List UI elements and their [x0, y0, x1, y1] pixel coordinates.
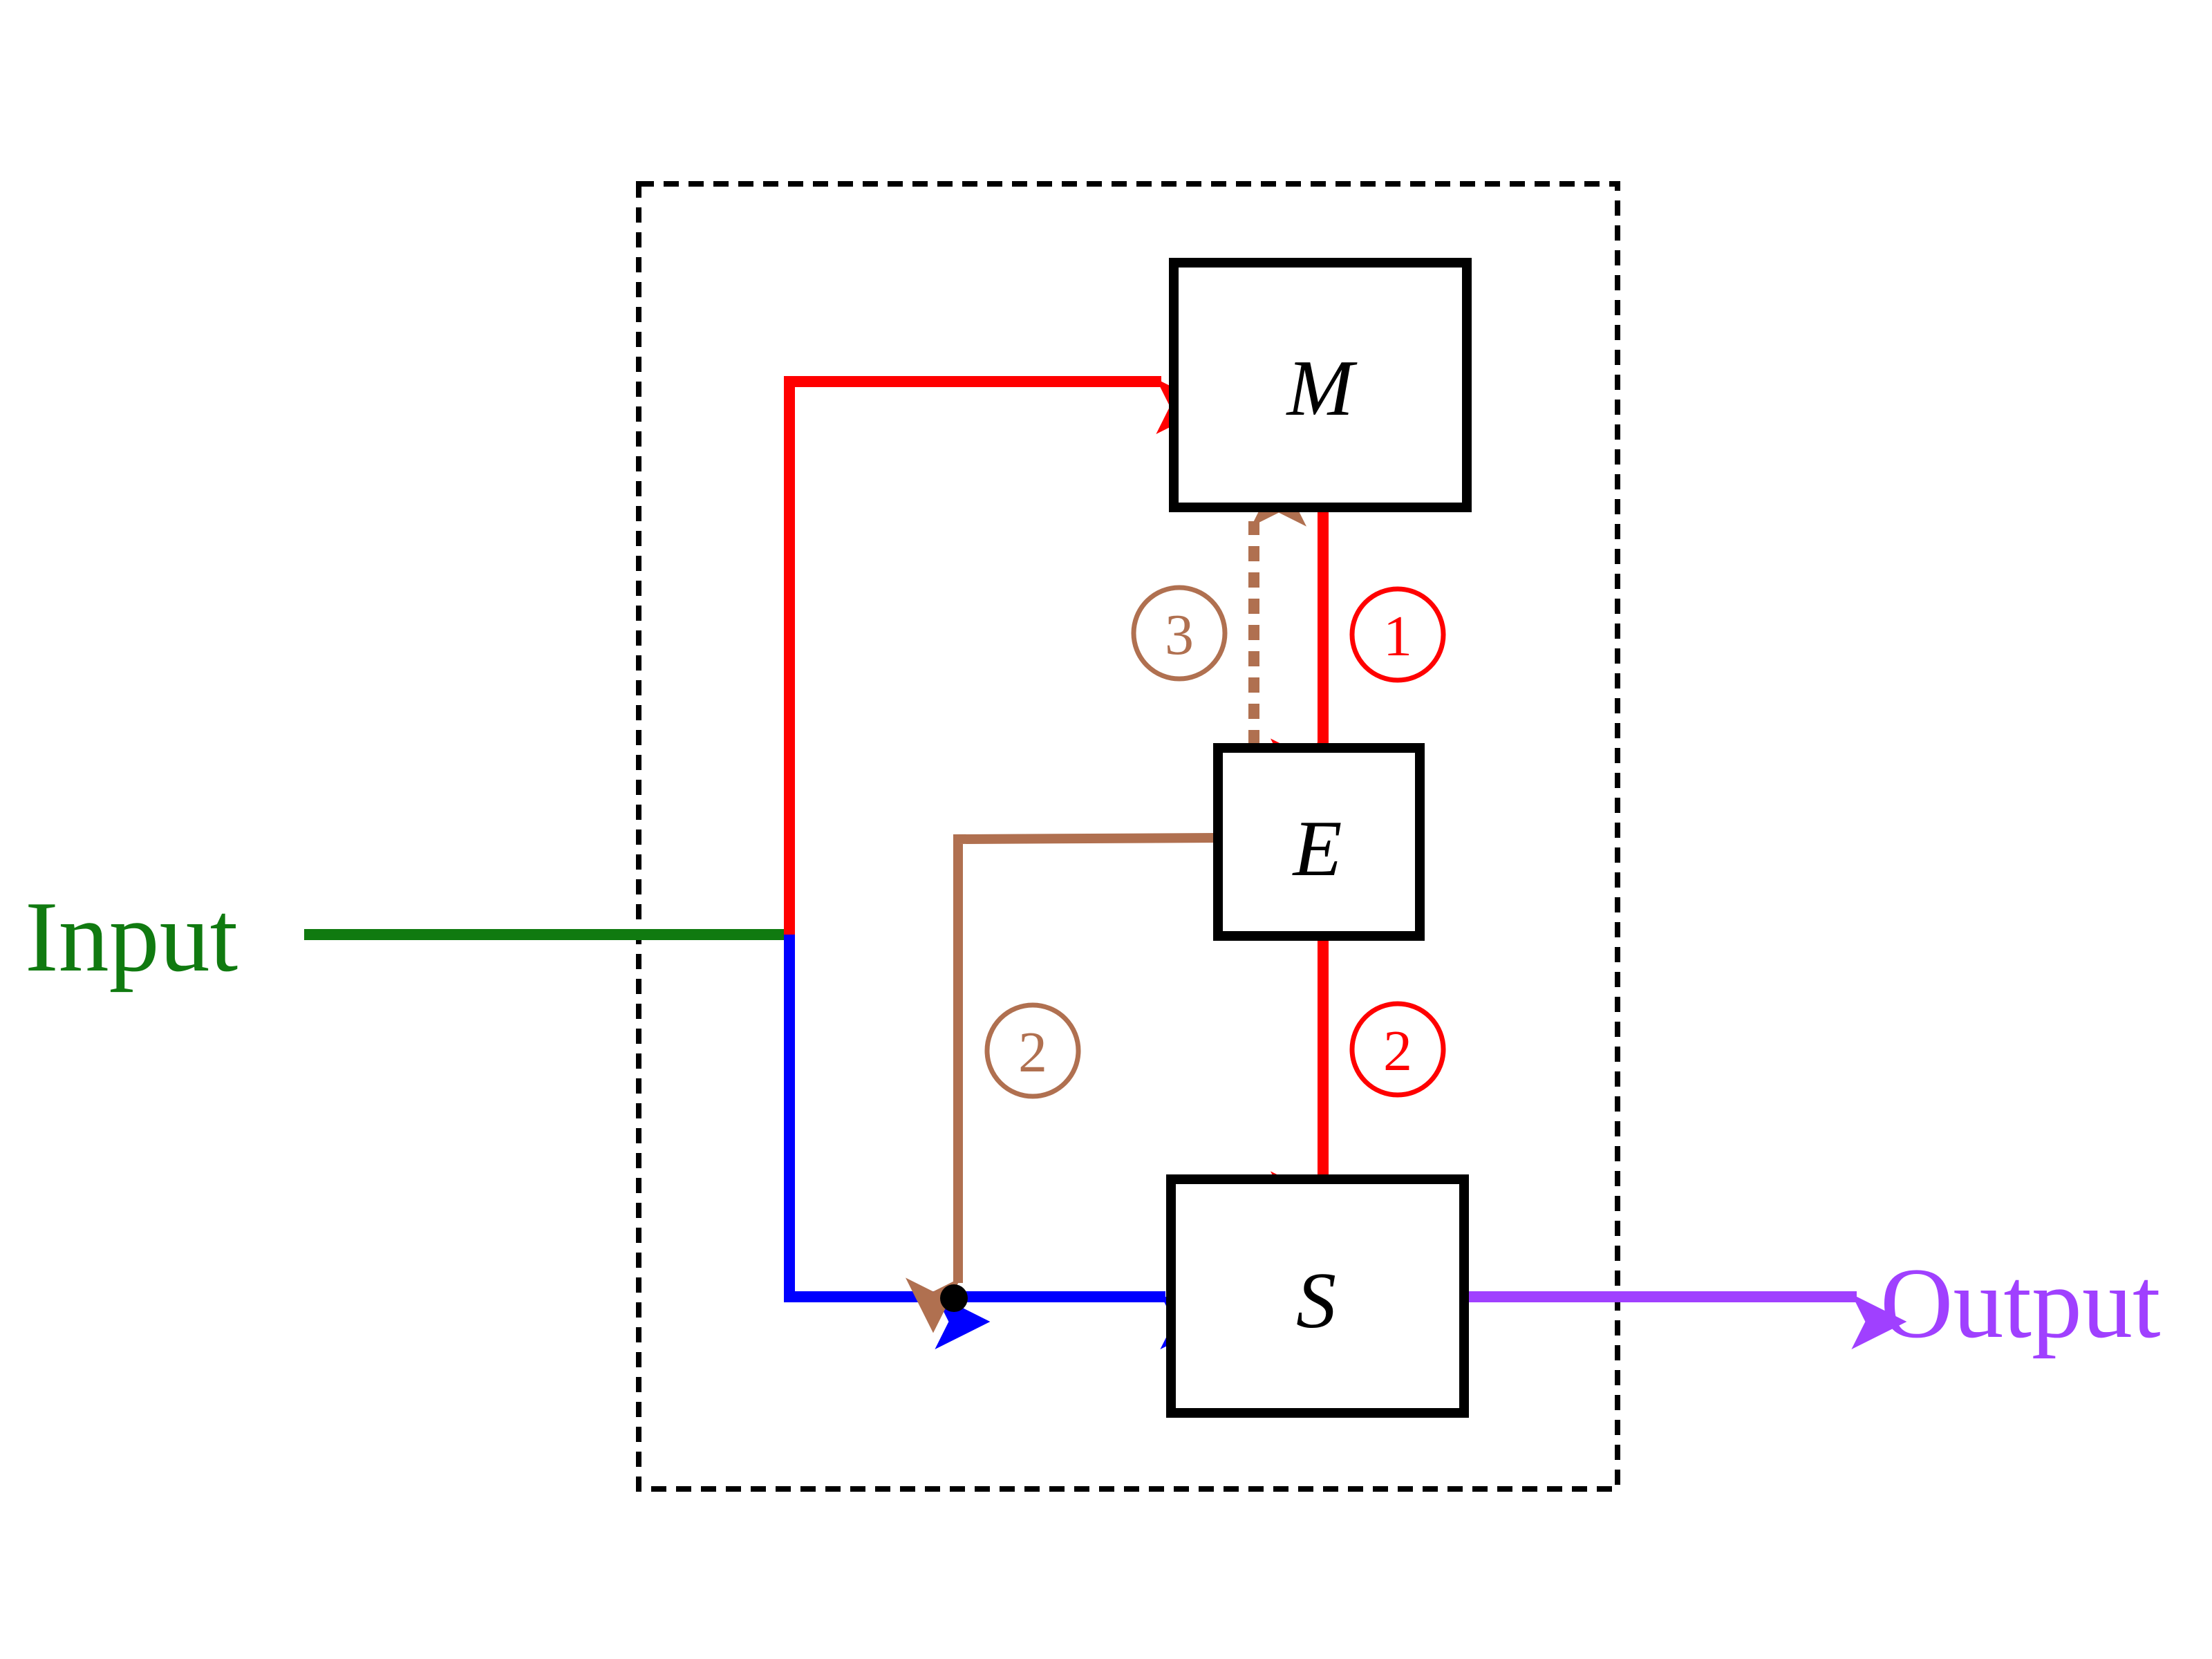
- block-m: M: [1169, 258, 1472, 512]
- block-s-label: S: [1296, 1257, 1336, 1345]
- step-2-red-label: 2: [1383, 1019, 1412, 1083]
- arrow-e-to-junction: [906, 833, 1219, 1333]
- output-label: Output: [1880, 1247, 2161, 1359]
- block-e: E: [1213, 743, 1425, 941]
- system-boundary: [636, 181, 1620, 1492]
- step-1-marker: 1: [1349, 586, 1446, 683]
- block-s: S: [1166, 1174, 1469, 1418]
- step-2-red-marker: 2: [1349, 1001, 1446, 1098]
- step-2-brown-marker: 2: [984, 1002, 1081, 1099]
- step-1-label: 1: [1383, 604, 1412, 668]
- input-label: Input: [25, 881, 238, 993]
- red-path-to-m: [784, 376, 1212, 935]
- block-m-label: M: [1286, 344, 1358, 433]
- step-3-marker: 3: [1131, 585, 1228, 682]
- summing-junction: [940, 1284, 968, 1312]
- step-3-label: 3: [1165, 603, 1194, 667]
- blue-path-to-sum: [784, 935, 991, 1349]
- block-e-label: E: [1292, 805, 1342, 893]
- step-2-brown-label: 2: [1018, 1020, 1047, 1085]
